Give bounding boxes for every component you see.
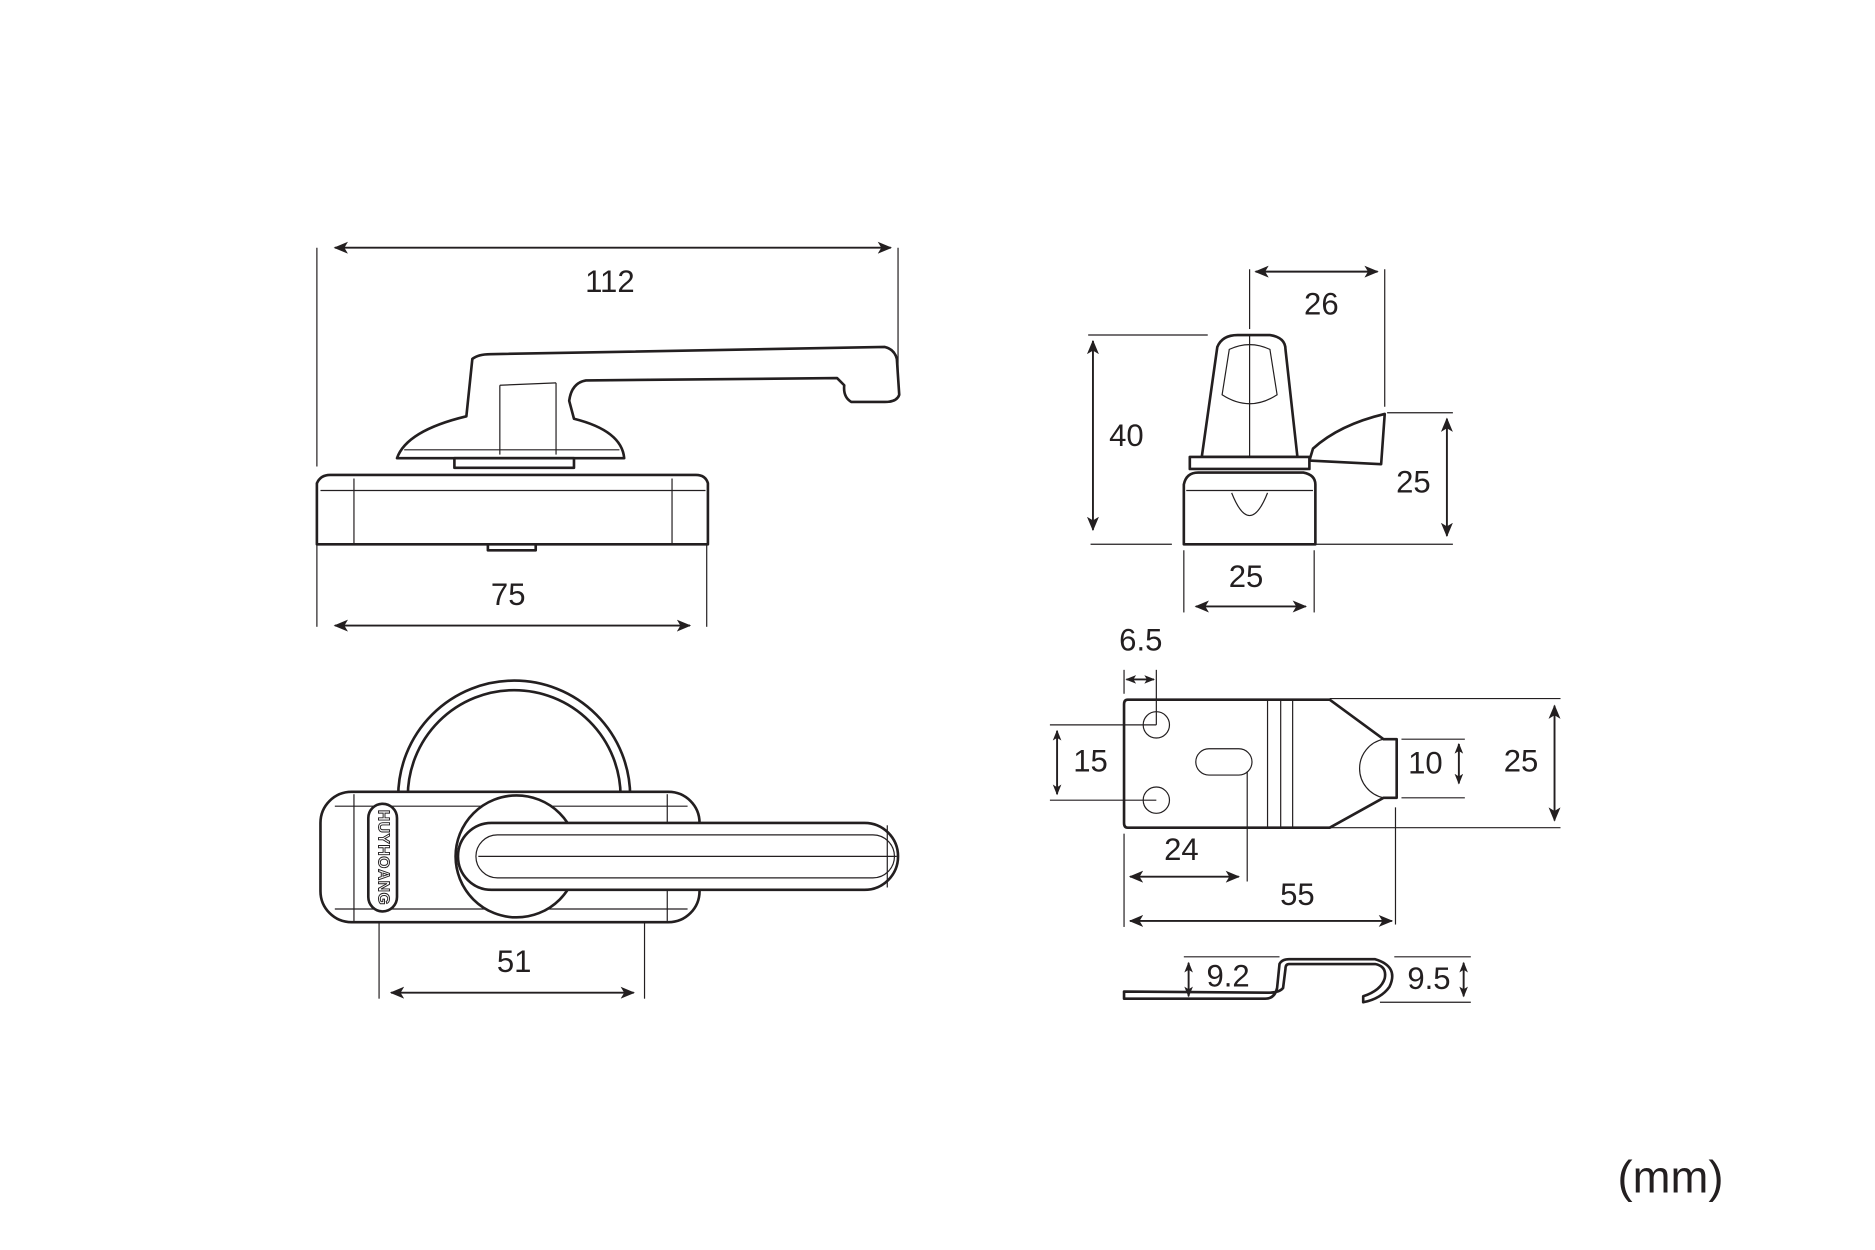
- dimension-label: 112: [585, 264, 635, 299]
- keeper-plate-side-view: [1122, 957, 1394, 1004]
- dimension-label: 10: [1408, 746, 1443, 781]
- dimension-label: 40: [1109, 418, 1144, 453]
- dimension-plate-length: 55: [1128, 807, 1397, 927]
- dimension-base-height: 25: [1315, 412, 1453, 545]
- dimension-label: 51: [497, 944, 532, 979]
- dimension-total-height: 40: [1086, 334, 1208, 545]
- handle-top-view: HUYHOANG: [319, 679, 900, 924]
- keeper-plate-top-view: [1122, 698, 1398, 830]
- dimension-label: 75: [491, 577, 526, 612]
- brand-logo: HUYHOANG: [366, 802, 399, 913]
- dimension-mount-spacing: 51: [378, 922, 646, 999]
- dimension-slot-position: 24: [1123, 771, 1248, 927]
- dimension-label: 25: [1229, 559, 1264, 594]
- dimension-overall-length: 112: [316, 241, 899, 467]
- dimension-lever-width: 26: [1249, 265, 1386, 407]
- handle-end-view: [1182, 333, 1387, 546]
- dimension-label: 55: [1280, 877, 1315, 912]
- dimension-offset-height: 9.2: [1183, 956, 1280, 998]
- dimension-notch-width: 10: [1401, 738, 1465, 799]
- dimension-hole-spacing: 15: [1049, 724, 1157, 801]
- dimension-label: 9.2: [1206, 959, 1249, 994]
- dimension-hook-height: 9.5: [1379, 956, 1471, 1003]
- dimension-base-length: 75: [316, 544, 708, 632]
- dimension-label: 15: [1073, 743, 1108, 778]
- dimension-hole-edge-offset: 6.5: [1119, 623, 1162, 725]
- dimension-base-width: 25: [1183, 550, 1315, 613]
- dimension-label: 24: [1164, 832, 1199, 867]
- handle-side-view: [315, 345, 901, 552]
- units-label: (mm): [1618, 1151, 1724, 1202]
- dimension-label: 25: [1396, 465, 1431, 500]
- dimension-label: 26: [1304, 287, 1339, 322]
- dimension-plate-width: 25: [1329, 697, 1561, 829]
- dimension-label: 6.5: [1119, 623, 1162, 658]
- svg-text:HUYHOANG: HUYHOANG: [375, 810, 392, 905]
- dimension-label: 9.5: [1407, 961, 1450, 996]
- dimension-label: 25: [1504, 743, 1539, 778]
